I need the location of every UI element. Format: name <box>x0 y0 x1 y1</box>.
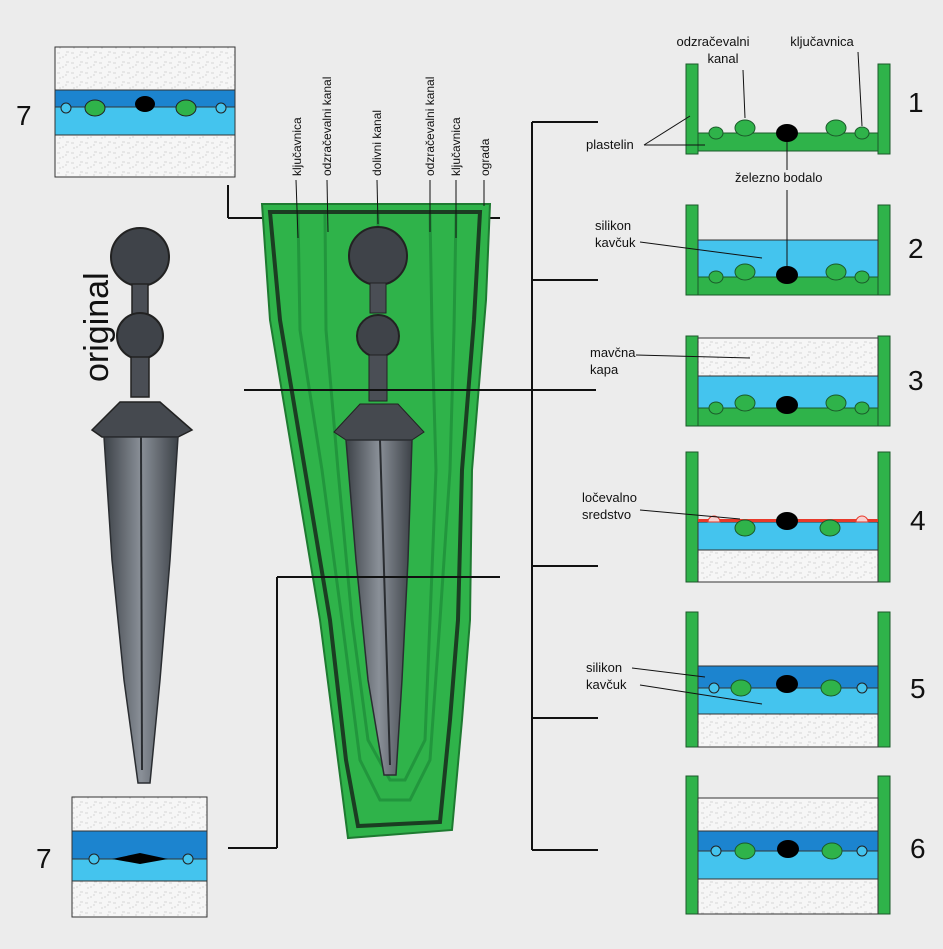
step-3 <box>686 336 890 426</box>
step-number-6: 6 <box>910 833 926 864</box>
label-zelezno-bodalo: železno bodalo <box>735 170 822 185</box>
steps-bracket <box>532 122 598 850</box>
step-number-2: 2 <box>908 233 924 264</box>
step-number-5: 5 <box>910 673 926 704</box>
step-5 <box>686 612 890 747</box>
label-kavcuk-5: kavčuk <box>586 677 627 692</box>
label-kanal-1: kanal <box>707 51 738 66</box>
top-label-kljucavnica-right: ključavnica <box>449 117 463 176</box>
top-label-odzracevalni-left: odzračevalni kanal <box>320 77 334 176</box>
original-label: original <box>78 272 116 382</box>
step-6 <box>686 776 890 914</box>
label-locevalno: ločevalno <box>582 490 637 505</box>
top-label-kljucavnica-left: ključavnica <box>290 117 304 176</box>
label-kavcuk-2: kavčuk <box>595 235 636 250</box>
green-mold <box>262 204 490 838</box>
top-label-ograda: ograda <box>478 138 492 176</box>
section-7-bottom-number: 7 <box>36 843 52 874</box>
label-odzracevalni-1: odzračevalni <box>677 34 750 49</box>
step-number-4: 4 <box>910 505 926 536</box>
label-sredstvo: sredstvo <box>582 507 631 522</box>
section-7-bottom <box>72 797 207 917</box>
label-kapa: kapa <box>590 362 619 377</box>
top-label-dolivni: dolivni kanal <box>370 110 384 176</box>
label-silikon-2: silikon <box>595 218 631 233</box>
section-7-top-number: 7 <box>16 100 32 131</box>
section-7-top <box>55 47 235 177</box>
step-2 <box>686 190 890 295</box>
label-mavcna: mavčna <box>590 345 636 360</box>
label-plastelin: plastelin <box>586 137 634 152</box>
step-number-1: 1 <box>908 87 924 118</box>
top-label-odzracevalni-right: odzračevalni kanal <box>423 77 437 176</box>
step-number-3: 3 <box>908 365 924 396</box>
label-silikon-5: silikon <box>586 660 622 675</box>
label-kljucavnica-1: ključavnica <box>790 34 854 49</box>
